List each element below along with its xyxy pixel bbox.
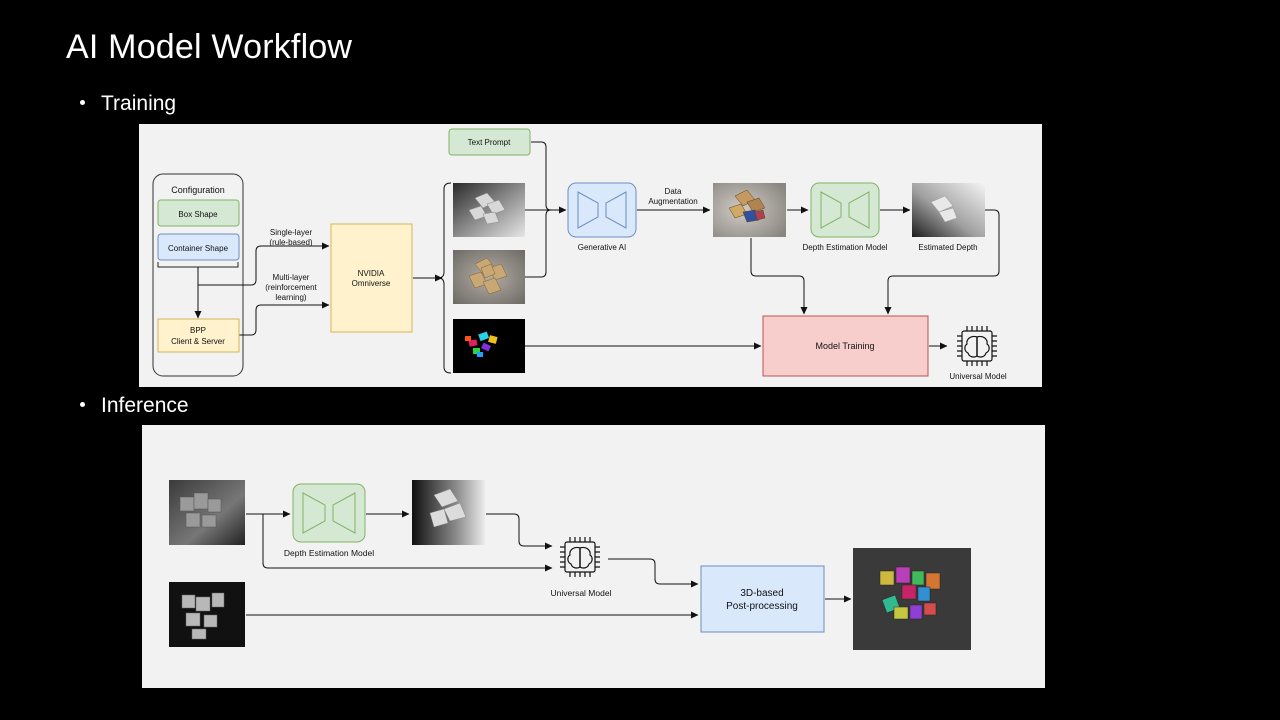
synthetic-rgb-image bbox=[453, 250, 525, 304]
multi-layer-label-2: (reinforcement bbox=[265, 283, 317, 292]
box-shape-node bbox=[157, 199, 240, 227]
segmentation-mask-image bbox=[453, 319, 525, 373]
container-shape-node bbox=[157, 233, 240, 261]
depth-estimation-model-label: Depth Estimation Model bbox=[284, 548, 374, 558]
depth-estimation-model-node bbox=[292, 483, 366, 543]
input-grayscale-image-1 bbox=[169, 480, 245, 545]
container-shape-label: Container Shape bbox=[168, 244, 229, 253]
text-prompt-label: Text Prompt bbox=[468, 138, 511, 147]
multi-layer-label-1: Multi-layer bbox=[273, 273, 310, 282]
bpp-label-2: Client & Server bbox=[171, 337, 225, 346]
omniverse-node bbox=[330, 223, 413, 333]
data-augmentation-label-2: Augmentation bbox=[648, 197, 697, 206]
brain-chip-icon bbox=[957, 326, 997, 366]
bullet-inference: Inference bbox=[80, 394, 189, 418]
configuration-label: Configuration bbox=[171, 185, 225, 195]
synthetic-depth-image bbox=[453, 183, 525, 237]
inference-diagram-svg: Depth Estimation Model Universal Model 3… bbox=[169, 480, 971, 650]
bpp-label-1: BPP bbox=[190, 326, 206, 335]
generative-ai-label: Generative AI bbox=[578, 243, 626, 252]
model-training-node bbox=[762, 315, 929, 377]
post-processing-node bbox=[700, 565, 825, 633]
result-overlay-image bbox=[853, 548, 971, 650]
bullet-dot bbox=[80, 99, 85, 105]
box-shape-label: Box Shape bbox=[178, 210, 218, 219]
single-layer-label-1: Single-layer bbox=[270, 228, 313, 237]
post-processing-label-1: 3D-based bbox=[740, 588, 783, 599]
data-augmentation-label-1: Data bbox=[665, 187, 682, 196]
depth-estimation-model-label: Depth Estimation Model bbox=[803, 243, 888, 252]
text-prompt-node bbox=[448, 128, 531, 156]
universal-model-label: Universal Model bbox=[949, 372, 1007, 381]
inference-diagram: Depth Estimation Model Universal Model 3… bbox=[142, 425, 1045, 688]
inferred-depth-image bbox=[412, 480, 485, 545]
training-diagram: Configuration Box Shape Container Shape … bbox=[139, 124, 1042, 387]
depth-estimation-model-node bbox=[810, 182, 880, 238]
bullet-dot bbox=[80, 401, 85, 407]
bullet-inference-label: Inference bbox=[101, 394, 189, 417]
single-layer-label-2: (rule-based) bbox=[269, 238, 312, 247]
bpp-node bbox=[157, 318, 240, 353]
training-diagram-svg: Configuration Box Shape Container Shape … bbox=[152, 128, 1007, 381]
universal-model-label: Universal Model bbox=[551, 588, 612, 598]
configuration-group bbox=[152, 173, 244, 377]
input-grayscale-image-2 bbox=[169, 582, 245, 647]
omniverse-label-2: Omniverse bbox=[352, 279, 391, 288]
estimated-depth-image bbox=[912, 183, 985, 237]
multi-layer-label-3: learning) bbox=[275, 293, 306, 302]
bullet-training: Training bbox=[80, 92, 176, 116]
bullet-training-label: Training bbox=[101, 92, 177, 115]
brain-chip-icon bbox=[560, 537, 600, 577]
slide-title: AI Model Workflow bbox=[66, 28, 353, 66]
post-processing-label-2: Post-processing bbox=[726, 601, 798, 612]
omniverse-label-1: NVIDIA bbox=[358, 269, 385, 278]
generative-ai-node bbox=[567, 182, 637, 238]
augmented-image bbox=[713, 183, 786, 237]
estimated-depth-label: Estimated Depth bbox=[918, 243, 977, 252]
model-training-label: Model Training bbox=[815, 341, 874, 351]
